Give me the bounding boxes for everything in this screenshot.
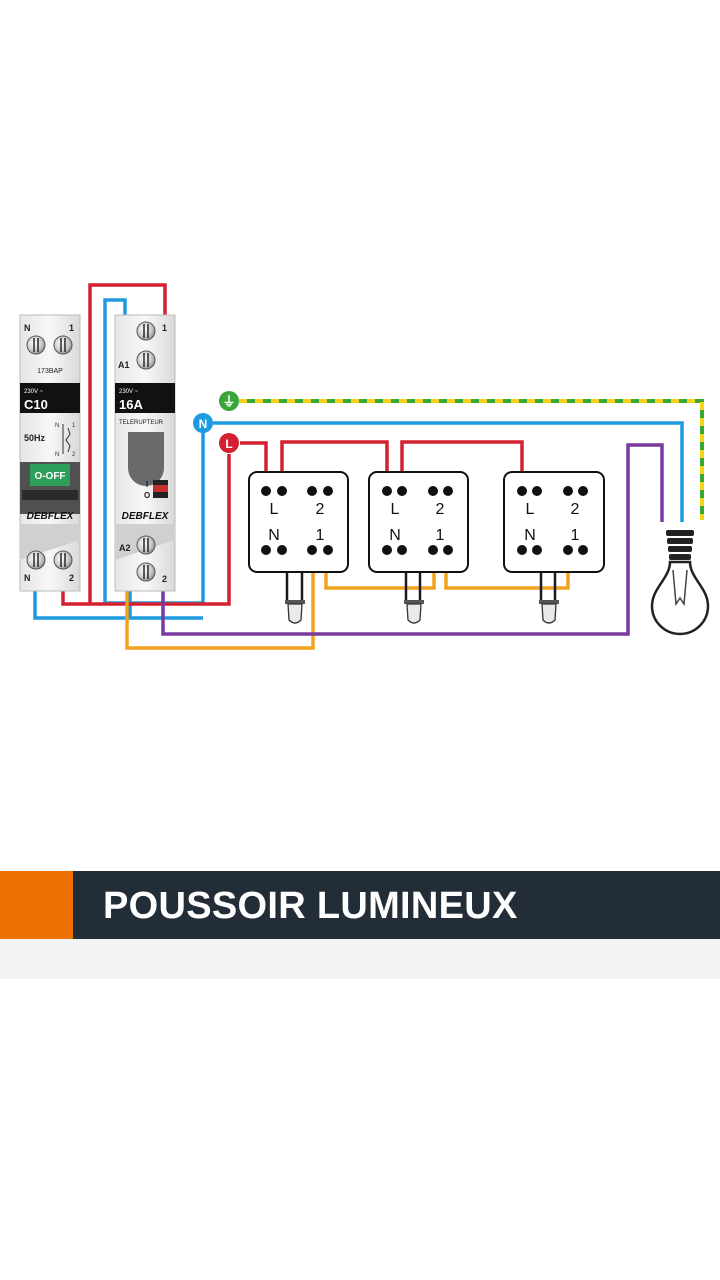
svg-text:2: 2 (162, 574, 167, 584)
relay-push-knob[interactable] (128, 432, 164, 486)
wiring-diagram: ⏚ N L N 1 173BAP 230V ~ C10 50Hz N 1 N 2… (19, 283, 710, 650)
svg-text:2: 2 (436, 501, 445, 518)
svg-text:N: N (524, 527, 536, 544)
banner-sub-strip (0, 939, 720, 979)
svg-text:N: N (24, 323, 31, 333)
svg-text:N: N (55, 452, 59, 458)
live-wires (61, 283, 524, 606)
svg-text:L: L (270, 501, 279, 518)
svg-text:DEBFLEX: DEBFLEX (27, 511, 75, 522)
pushbutton-3: L 2 N 1 (503, 471, 605, 573)
pushbutton-1: L 2 N 1 (248, 471, 349, 573)
svg-text:N: N (389, 527, 401, 544)
svg-text:50Hz: 50Hz (24, 433, 46, 443)
svg-text:2: 2 (571, 501, 580, 518)
impulse-relay: 1 A1 230V ~ 16A TELERUPTEUR I O DEBFLEX … (114, 314, 176, 592)
breaker-screw-bottom-n (26, 550, 46, 570)
svg-text:DEBFLEX: DEBFLEX (122, 511, 170, 522)
svg-text:⏚: ⏚ (222, 394, 235, 409)
svg-text:N: N (55, 423, 59, 429)
svg-text:N: N (268, 527, 280, 544)
pilot-lamp-1 (285, 600, 305, 624)
page-title: POUSSOIR LUMINEUX (103, 885, 518, 927)
svg-text:16A: 16A (119, 397, 143, 412)
svg-text:L: L (391, 501, 400, 518)
svg-text:1: 1 (162, 323, 167, 333)
title-banner: POUSSOIR LUMINEUX (0, 871, 720, 939)
svg-text:N: N (199, 417, 208, 431)
svg-text:1: 1 (316, 527, 325, 544)
svg-text:A1: A1 (118, 360, 130, 370)
earth-wire (239, 399, 704, 520)
relay-screw-2 (136, 562, 156, 582)
breaker-toggle[interactable] (30, 464, 70, 486)
lamp-return-wire (161, 443, 664, 636)
svg-text:TELERUPTEUR: TELERUPTEUR (119, 420, 164, 426)
pilot-lamp-2 (404, 600, 424, 624)
svg-text:O-OFF: O-OFF (34, 471, 65, 482)
svg-text:2: 2 (316, 501, 325, 518)
relay-screw-a2 (136, 535, 156, 555)
svg-text:N: N (24, 573, 31, 583)
svg-text:C10: C10 (24, 397, 48, 412)
circuit-breaker: N 1 173BAP 230V ~ C10 50Hz N 1 N 2 O-OFF… (19, 314, 81, 592)
relay-screw-a1 (136, 350, 156, 370)
pushbutton-2: L 2 N 1 (368, 471, 469, 573)
svg-text:L: L (526, 501, 535, 518)
svg-text:173BAP: 173BAP (37, 368, 63, 375)
svg-text:L: L (225, 437, 232, 451)
neutral-badge: N (193, 413, 213, 433)
svg-text:I: I (146, 480, 148, 489)
svg-text:230V ~: 230V ~ (119, 389, 139, 395)
svg-text:2: 2 (69, 573, 74, 583)
svg-text:1: 1 (436, 527, 445, 544)
relay-screw-1 (136, 321, 156, 341)
pilot-lamp-3 (539, 600, 559, 624)
light-bulb-icon (650, 530, 710, 636)
banner-accent (0, 871, 73, 939)
breaker-screw-top-n (26, 335, 46, 355)
breaker-screw-top-1 (53, 335, 73, 355)
breaker-screw-bottom-2 (53, 550, 73, 570)
svg-text:230V ~: 230V ~ (24, 389, 44, 395)
live-badge: L (219, 433, 239, 453)
earth-badge: ⏚ (219, 391, 239, 411)
svg-text:O: O (144, 491, 150, 500)
svg-text:1: 1 (72, 423, 76, 429)
svg-text:1: 1 (69, 323, 74, 333)
svg-text:1: 1 (571, 527, 580, 544)
banner-bar (73, 871, 720, 939)
svg-text:A2: A2 (119, 543, 131, 553)
svg-text:2: 2 (72, 452, 76, 458)
